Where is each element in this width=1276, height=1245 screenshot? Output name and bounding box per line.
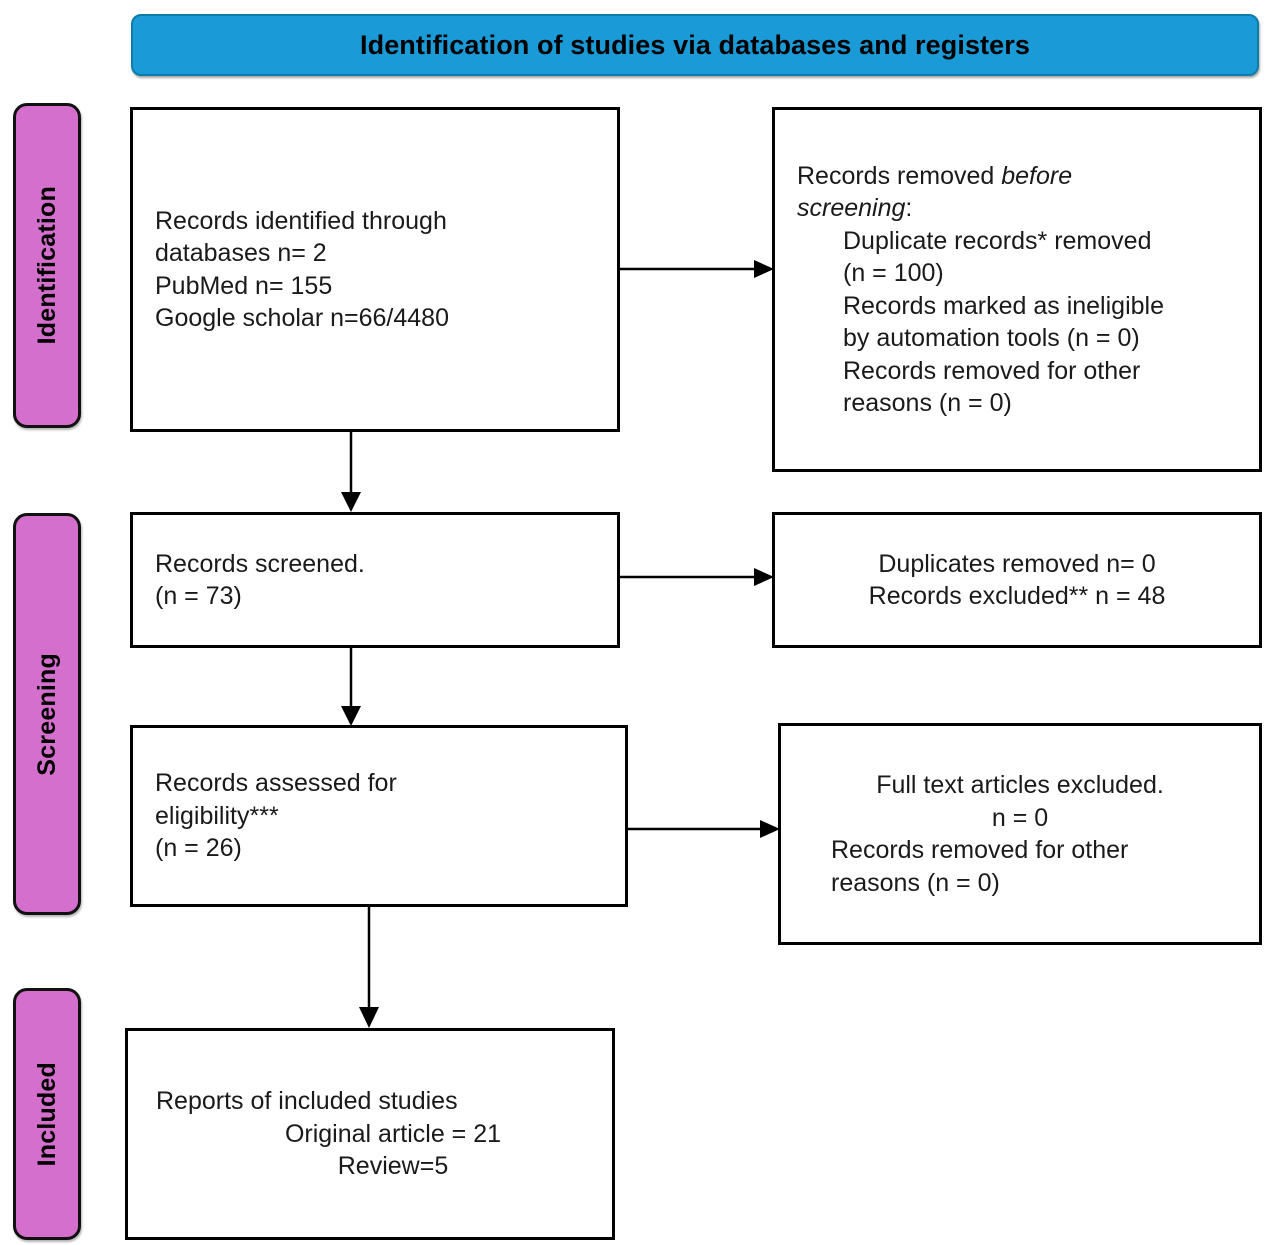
arrow-identified-to-removed-before-screening: [620, 258, 776, 280]
box-line: Records excluded** n = 48: [868, 582, 1166, 610]
box-line: Records marked as ineligible: [843, 291, 1164, 320]
box-line: Google scholar n=66/4480: [155, 304, 449, 332]
box-line: by automation tools (n = 0): [843, 324, 1140, 352]
box-line: Duplicates removed n= 0: [878, 549, 1156, 578]
box-line-heading: Records removed before: [797, 160, 1237, 193]
box-records-assessed-for-eligibility: Records assessed for eligibility*** (n =…: [130, 725, 628, 907]
box-line: Records screened.: [155, 549, 365, 578]
box-line: n = 0: [991, 803, 1049, 832]
stage-label-identification-text: Identification: [32, 186, 61, 345]
box-line: PubMed n= 155: [155, 271, 333, 300]
header-banner: Identification of studies via databases …: [131, 14, 1259, 76]
stage-label-included-text: Included: [32, 1061, 61, 1167]
box-records-removed-before-screening: Records removed before screening: Duplic…: [772, 107, 1262, 472]
box-records-identified: Records identified through databases n= …: [130, 107, 620, 432]
box-line: Records assessed for: [155, 769, 397, 798]
stage-label-identification: Identification: [13, 103, 81, 428]
box-duplicates-removed: Duplicates removed n= 0 Records excluded…: [772, 512, 1262, 648]
heading-italic-1: before: [1001, 161, 1073, 190]
stage-label-screening: Screening: [13, 513, 81, 915]
box-line: reasons (n = 0): [831, 868, 1000, 897]
heading-plain-2: :: [905, 194, 913, 222]
heading-plain-1: Records removed: [797, 161, 1002, 190]
arrow-assessed-to-full-text-excluded: [628, 818, 782, 840]
box-full-text-articles-excluded: Full text articles excluded. n = 0 Recor…: [778, 723, 1262, 945]
box-line: eligibility***: [155, 801, 279, 830]
box-line: Records identified through: [155, 206, 447, 235]
arrow-screened-to-duplicates-removed: [620, 566, 776, 588]
heading-italic-2: screening: [797, 194, 906, 222]
header-title: Identification of studies via databases …: [360, 29, 1030, 60]
box-line: reasons (n = 0): [843, 389, 1012, 417]
stage-label-included: Included: [13, 988, 81, 1240]
box-line: (n = 100): [843, 259, 944, 287]
box-line: Full text articles excluded.: [876, 771, 1164, 799]
box-line: Records removed for other: [843, 356, 1141, 385]
box-line: databases n= 2: [155, 239, 327, 267]
arrow-screened-to-assessed: [338, 648, 364, 728]
box-line: Review=5: [337, 1152, 449, 1181]
box-line: (n = 73): [155, 582, 242, 610]
box-reports-of-included-studies: Reports of included studies Original art…: [125, 1028, 615, 1240]
arrow-assessed-to-included-reports: [356, 907, 382, 1031]
box-line: Original article = 21: [284, 1119, 502, 1148]
box-records-screened: Records screened. (n = 73): [130, 512, 620, 648]
box-line: Duplicate records* removed: [843, 226, 1152, 255]
box-line-heading-2: screening:: [797, 192, 1237, 225]
stage-label-screening-text: Screening: [32, 652, 61, 776]
box-line: Reports of included studies: [156, 1087, 458, 1116]
box-line: Records removed for other: [831, 836, 1129, 864]
box-line: (n = 26): [155, 834, 242, 863]
arrow-identified-to-screened: [338, 432, 364, 514]
